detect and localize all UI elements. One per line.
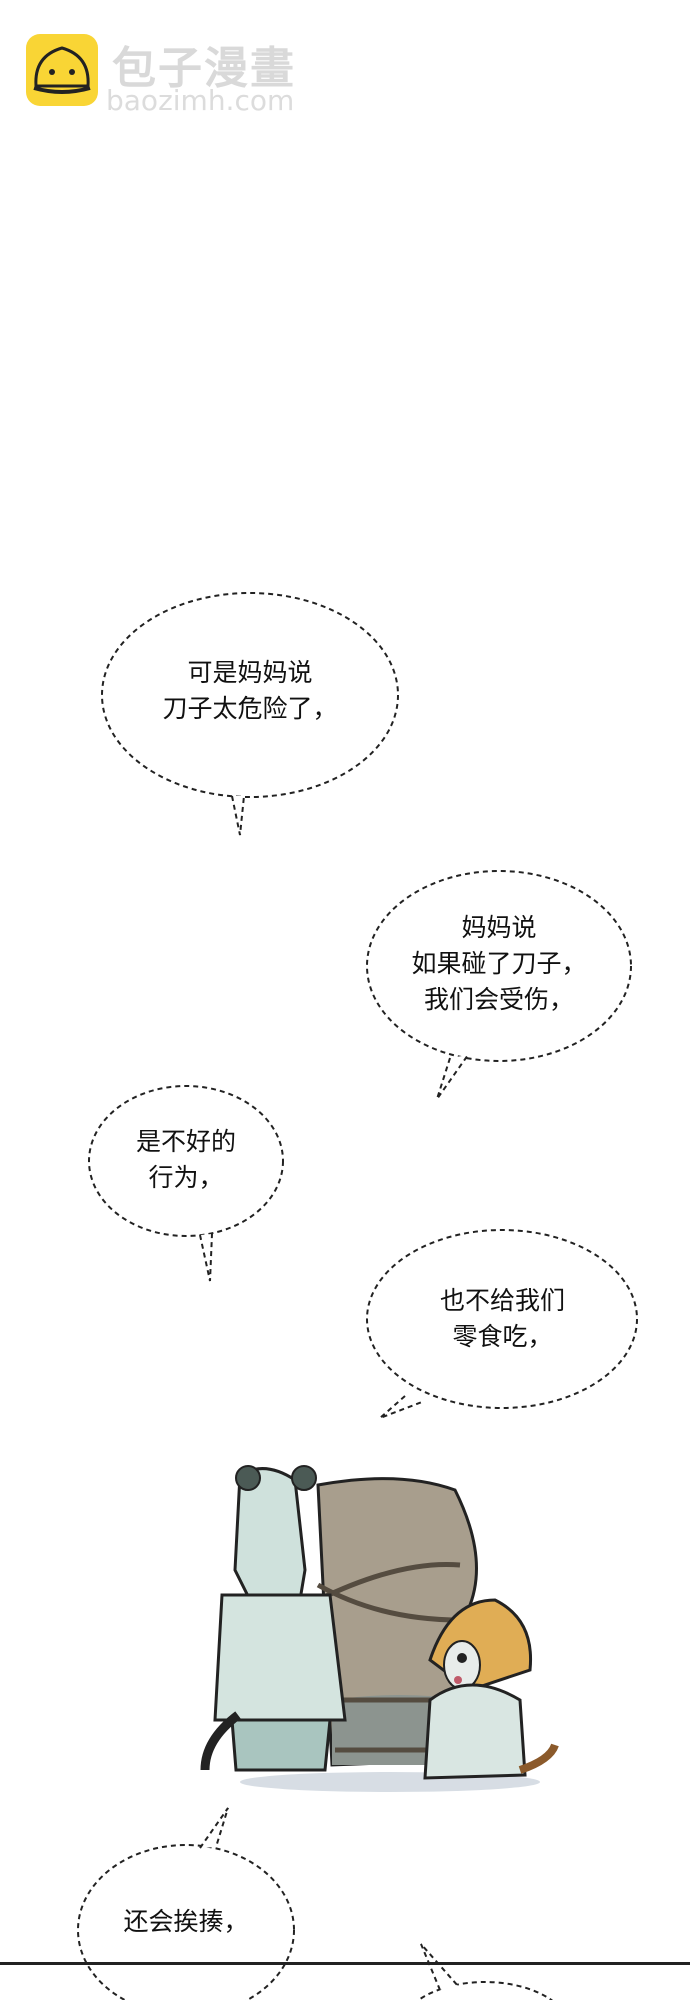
bubble-line: 我们会受伤， [423, 985, 574, 1014]
speech-bubble-1 [101, 592, 399, 798]
speech-bubble-6 [416, 1981, 554, 2000]
speech-bubble-5 [77, 1844, 295, 2000]
bubble-line: 零食吃， [452, 1322, 553, 1351]
watermark-name: 包子漫畫 [112, 43, 296, 94]
bubble-1-text: 可是妈妈说 刀子太危险了， [102, 655, 398, 727]
bubble-4-text: 也不给我们 零食吃， [367, 1283, 638, 1355]
bubble-3-text: 是不好的 行为， [89, 1124, 283, 1196]
bubble-5-text: 还会挨揍， [79, 1904, 293, 1940]
bubble-tail-2 [436, 1054, 469, 1100]
bubble-tail-5 [199, 1807, 229, 1849]
bubble-tail-1 [231, 795, 245, 836]
bubble-tail-3 [199, 1233, 213, 1282]
illustration-characters-with-sack [200, 1465, 559, 1792]
bubble-line: 如果碰了刀子， [411, 949, 587, 978]
bubble-line: 也不给我们 [439, 1286, 565, 1315]
bubble-tail-6 [420, 1943, 459, 1991]
speech-bubble-4 [366, 1229, 638, 1409]
bubble-line: 可是妈妈说 [187, 658, 313, 687]
bubble-line: 是不好的 [135, 1127, 236, 1156]
bubble-tail-4 [379, 1395, 423, 1419]
baozi-logo-icon [26, 34, 98, 106]
bubble-line: 妈妈说 [461, 913, 537, 942]
bubble-line: 刀子太危险了， [162, 694, 338, 723]
speech-bubble-2 [366, 870, 632, 1062]
panel-divider [0, 1962, 690, 1965]
speech-bubble-3 [88, 1085, 284, 1237]
bubble-line: 行为， [148, 1163, 224, 1192]
watermark-domain: baozimh.com [106, 84, 295, 117]
bubble-2-text: 妈妈说 如果碰了刀子， 我们会受伤， [367, 910, 631, 1018]
bubble-line: 还会挨揍， [123, 1907, 249, 1936]
